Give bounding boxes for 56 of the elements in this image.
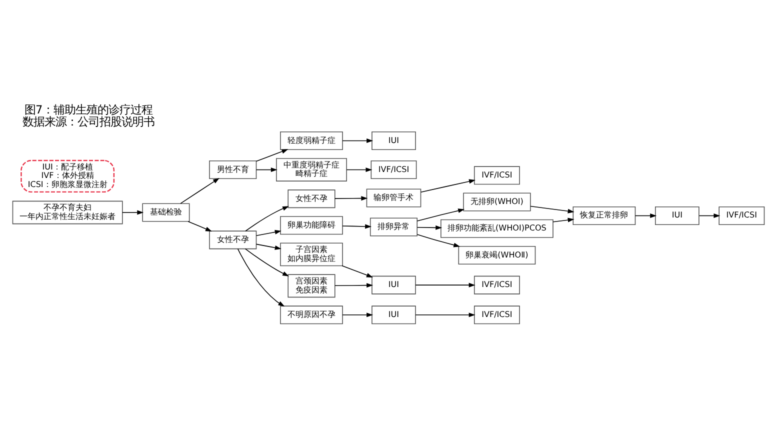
arrow <box>416 224 442 230</box>
node-box: IVF/ICSI <box>370 160 417 179</box>
arrow <box>256 167 278 172</box>
node-box: 卵巢衰竭(WHOⅡ) <box>458 245 536 264</box>
node-box: 中重度弱精子症 畸精子症 <box>276 158 347 181</box>
arrow <box>552 217 574 222</box>
arrow <box>634 212 657 218</box>
node-box: 排卵异常 <box>370 217 418 236</box>
arrow <box>346 167 372 172</box>
arrow <box>416 208 465 221</box>
arrow <box>334 282 374 288</box>
arrow <box>237 248 285 306</box>
node-box: 女性不孕 <box>209 230 257 249</box>
node-box: 排卵功能紊乱(WHOⅠ)PCOS <box>440 218 554 238</box>
arrow <box>342 312 374 317</box>
node-box: 基础检验 <box>142 202 190 222</box>
arrow <box>415 312 476 317</box>
arrow <box>415 282 476 287</box>
arrow <box>342 138 374 142</box>
arrow <box>122 210 144 214</box>
node-box: IUI <box>655 206 700 224</box>
arrow <box>416 234 460 247</box>
node-box: IVF/ICSI <box>474 305 520 324</box>
node-box: 不明原因不孕 <box>280 305 343 324</box>
node-box: IUI <box>372 275 416 294</box>
node-box: IUI <box>372 130 416 150</box>
arrow <box>180 178 220 204</box>
node-box: 无排卵(WHOⅠ) <box>463 192 531 211</box>
arrow <box>342 224 372 228</box>
arrow <box>244 248 289 276</box>
arrow <box>188 220 212 231</box>
node-box: IUI：配子移植 IVF：体外授精 ICSI：卵胞浆显微注射 <box>20 159 115 192</box>
node-box: IUI <box>372 305 416 324</box>
arrow <box>420 178 476 192</box>
arrow <box>245 206 289 231</box>
node-box: 不孕不育夫妇 一年内正常性生活未妊娠者 <box>12 200 123 224</box>
node-box: 恢复正常排卵 <box>572 206 636 224</box>
node-box: 输卵管手术 <box>366 188 422 207</box>
node-box: IVF/ICSI <box>718 206 765 224</box>
node-box: IVF/ICSI <box>474 275 520 294</box>
node-box: IVF/ICSI <box>474 166 520 184</box>
diagram-title: 图7：辅助生殖的诊疗过程 <box>24 102 153 116</box>
arrow <box>256 229 282 236</box>
arrow <box>342 264 373 277</box>
node-box: 卵巢功能障碍 <box>280 216 343 234</box>
arrow <box>256 148 288 162</box>
node-box: 子宫因素 如内膜异位症 <box>280 242 343 266</box>
node-box: 宫颈因素 免疫因素 <box>288 274 336 298</box>
caption: 数据来源：公司招股说明书 <box>22 115 155 128</box>
arrow <box>256 243 282 250</box>
arrow <box>698 212 720 218</box>
node-box: 男性不育 <box>209 160 257 179</box>
node-box: 轻度弱精子症 <box>280 130 343 150</box>
arrow <box>334 196 368 200</box>
arrow <box>530 205 574 213</box>
node-box: 女性不孕 <box>288 189 336 208</box>
